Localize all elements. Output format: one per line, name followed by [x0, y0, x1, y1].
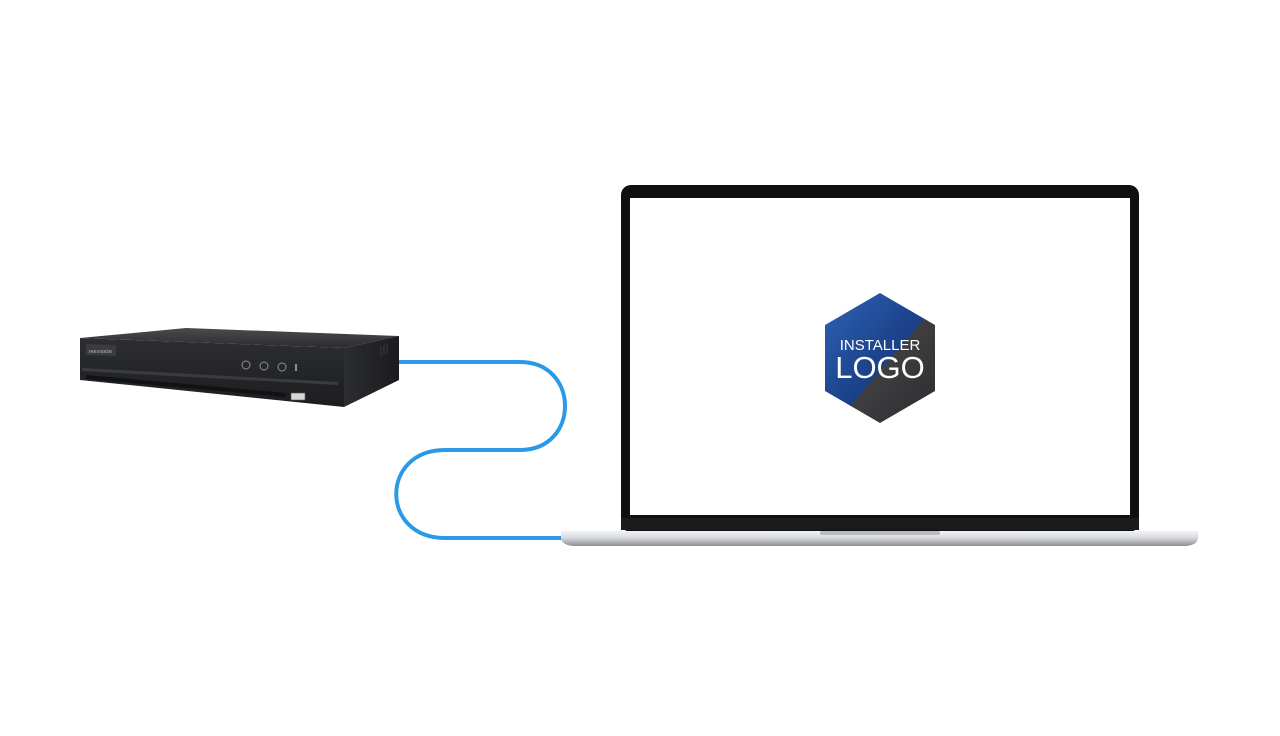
dvr-brand-label: HIKVISION — [89, 349, 112, 354]
laptop-notch — [820, 531, 940, 535]
dvr-button-3 — [277, 362, 287, 372]
dvr-device: HIKVISION — [80, 328, 399, 407]
dvr-top — [80, 328, 399, 348]
dvr-front-ridge — [82, 368, 338, 385]
dvr-brand-plate — [86, 344, 116, 356]
network-cable — [394, 360, 567, 540]
dvr-button-1 — [241, 360, 251, 370]
dvr-button-2 — [259, 361, 269, 371]
laptop-hinge — [621, 518, 1139, 530]
dvr-side — [344, 336, 399, 407]
dvr-front-slot — [86, 375, 286, 397]
dvr-vents — [380, 344, 388, 356]
installer-logo: INSTALLER LOGO — [825, 293, 935, 423]
logo-line-2: LOGO — [835, 350, 925, 385]
logo-line-1: INSTALLER — [840, 337, 921, 354]
laptop-base — [561, 531, 1198, 546]
dvr-front — [80, 338, 344, 407]
laptop: INSTALLER LOGO — [561, 185, 1198, 546]
usb-port — [290, 392, 306, 401]
dvr-power-indicator — [295, 364, 297, 371]
logo-hexagon-icon — [825, 293, 935, 423]
dvr-buttons — [241, 360, 287, 372]
